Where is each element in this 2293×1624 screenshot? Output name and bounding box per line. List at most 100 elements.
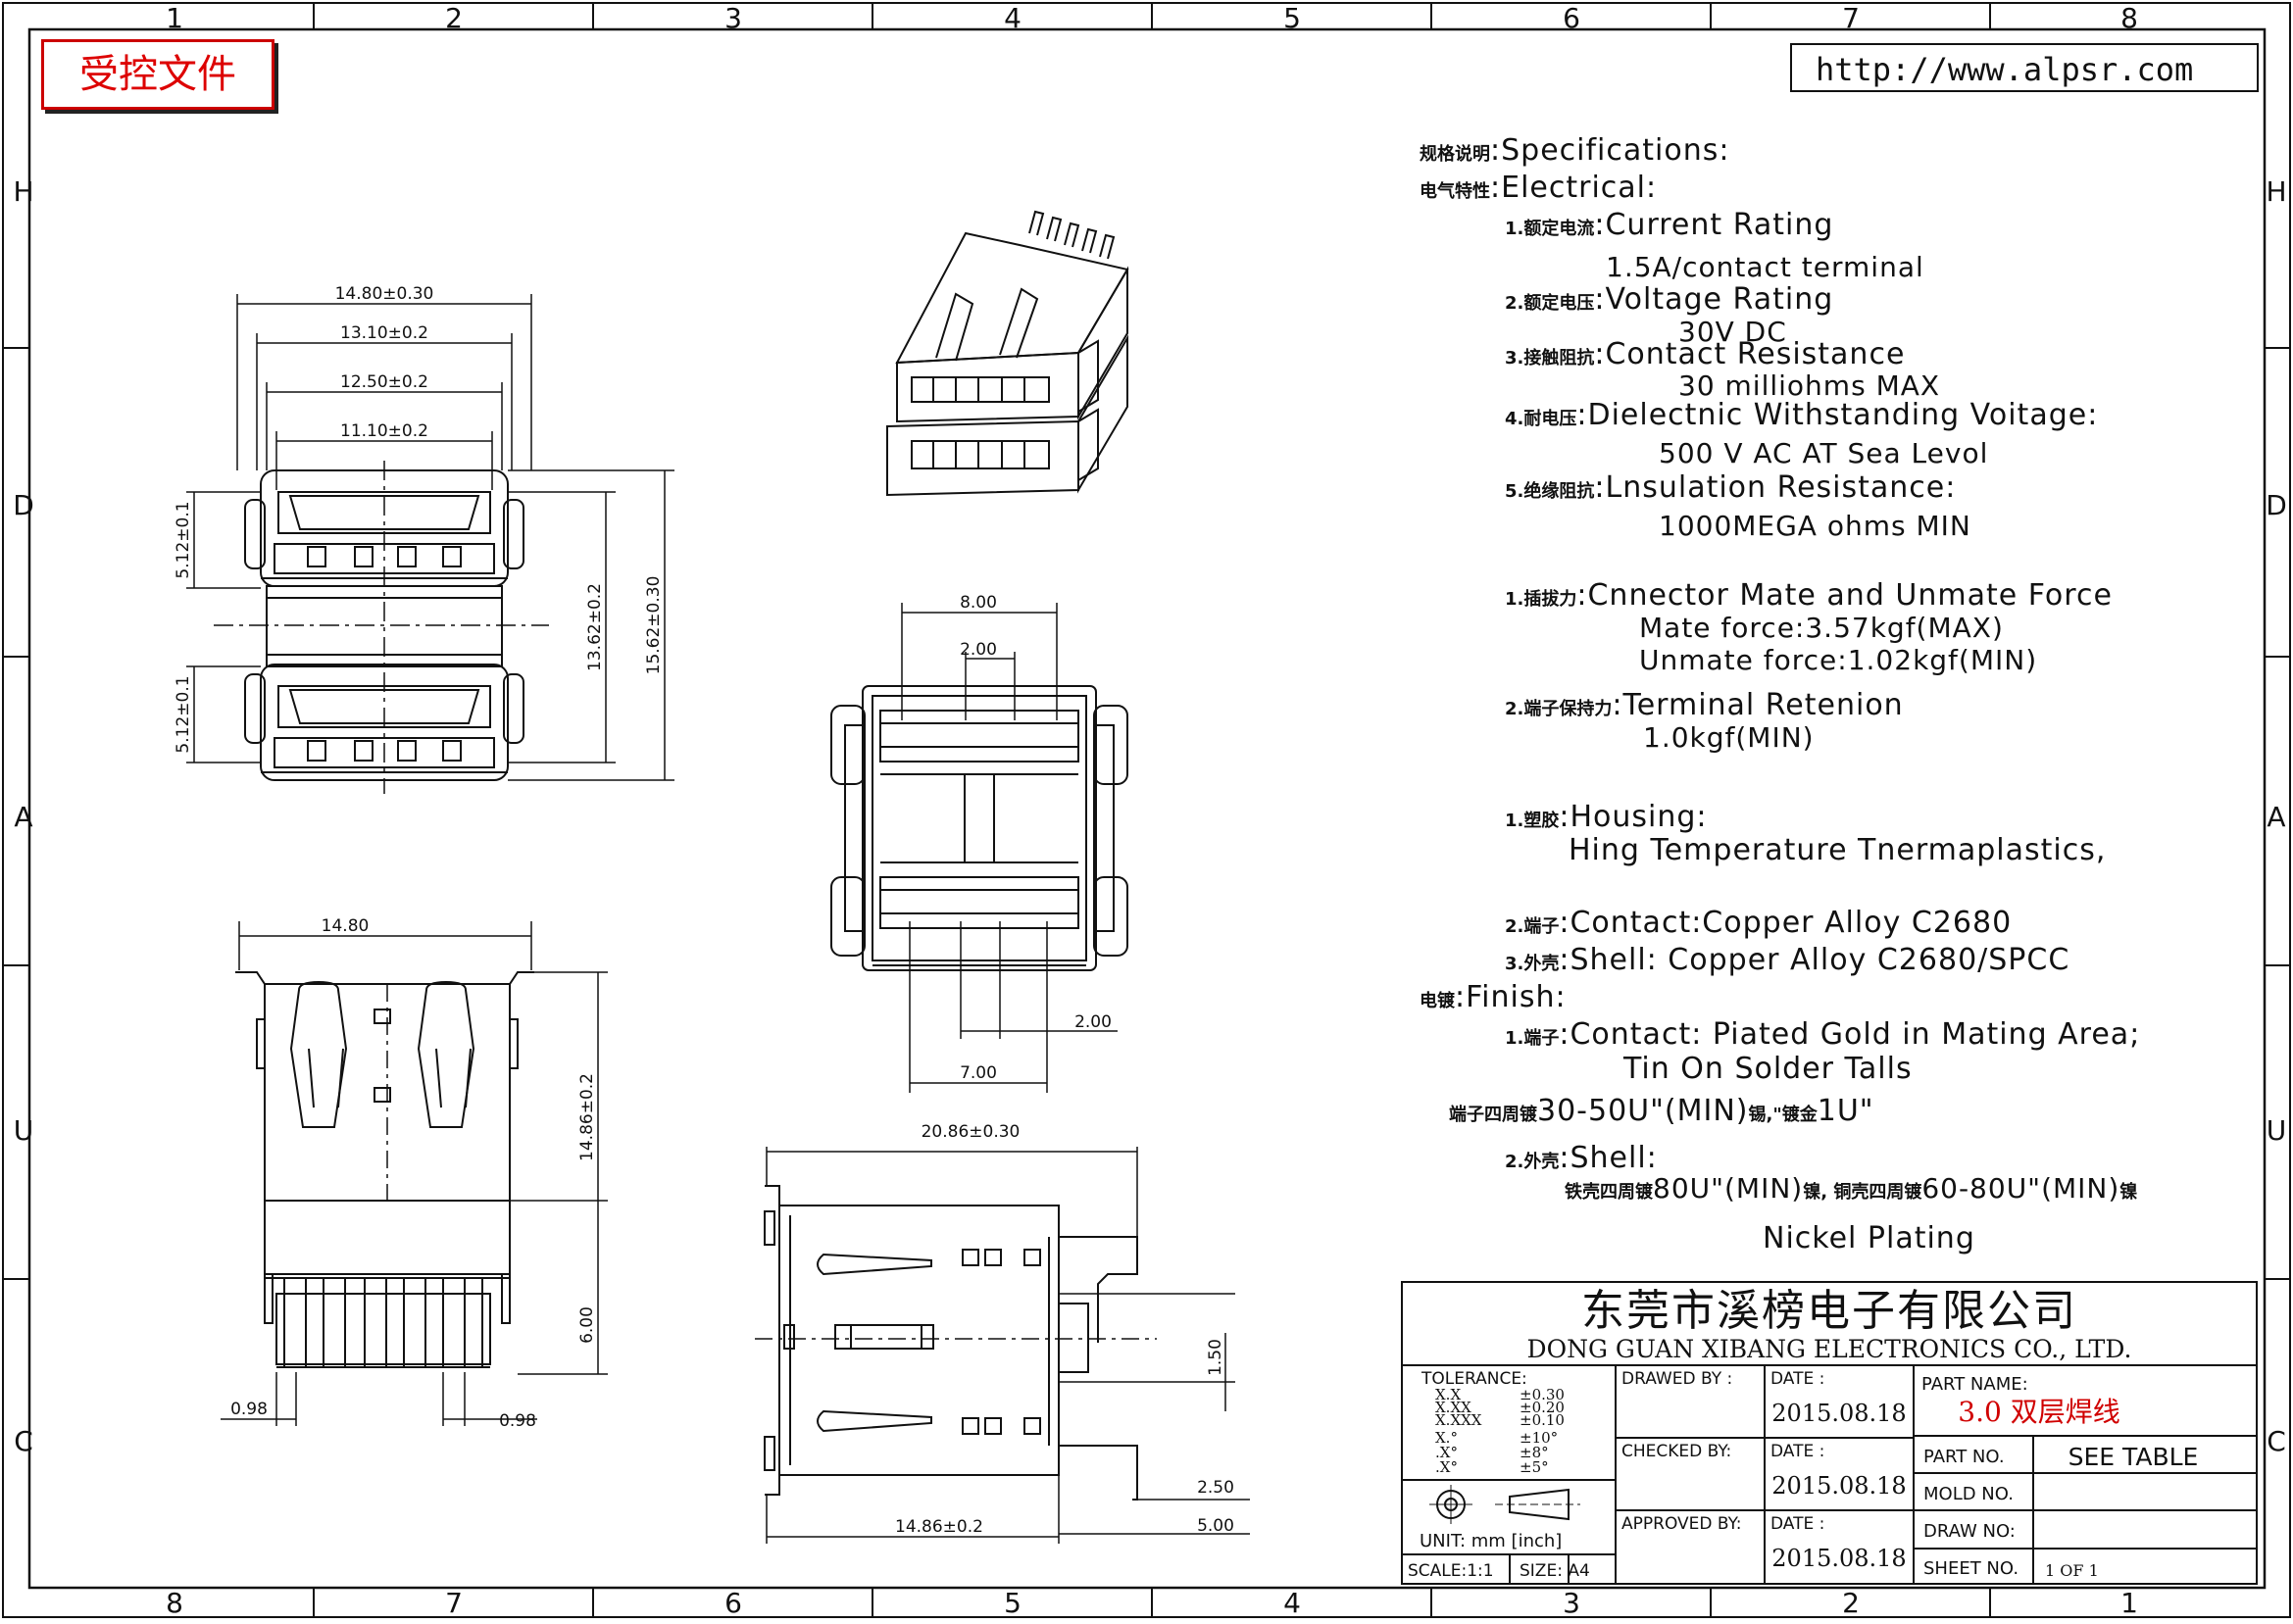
- mold-no-label: MOLD NO.: [1923, 1484, 2014, 1504]
- dim-label: 0.98: [230, 1400, 268, 1419]
- row-label: H: [13, 175, 33, 208]
- date-value: 2015.08.18: [1771, 1545, 1906, 1572]
- controlled-document-stamp: 受控文件: [41, 39, 274, 110]
- col-label: 6: [724, 1587, 742, 1619]
- part-no-value: SEE TABLE: [2069, 1443, 2199, 1471]
- dim-label: 6.00: [577, 1306, 597, 1344]
- spec-voltage-value: 30V DC: [1678, 316, 1787, 348]
- spec-shell-finish: 2.外壳:Shell:: [1505, 1141, 1658, 1175]
- dim-label: 8.00: [960, 593, 997, 613]
- date-label: DATE :: [1770, 1369, 1824, 1389]
- spec-contact-resistance: 3.接触阻抗:Contact Resistance: [1505, 337, 1906, 371]
- dim-label: 2.00: [1074, 1012, 1112, 1032]
- spec-unmate-force-value: Unmate force:1.02kgf(MIN): [1639, 644, 2038, 676]
- spec-current-rating: 1.额定电流:Current Rating: [1505, 208, 1834, 242]
- spec-dielectric: 4.耐电压:Dielectnic Withstanding Voitage:: [1505, 398, 2099, 432]
- spec-shell-finish-value: Nickel Plating: [1763, 1221, 1975, 1255]
- col-label: 6: [1563, 2, 1580, 34]
- spec-mate-force-value: Mate force:3.57kgf(MAX): [1639, 612, 2004, 644]
- col-label: 3: [724, 2, 742, 34]
- col-label: 5: [1004, 1587, 1022, 1619]
- row-label: C: [2267, 1425, 2286, 1457]
- dim-label: 0.98: [499, 1411, 536, 1431]
- front-view: [214, 461, 549, 794]
- row-label: U: [14, 1114, 34, 1147]
- tol-key: .X°: [1435, 1458, 1458, 1476]
- profile-view: [755, 1185, 1157, 1501]
- spec-contact-material: 2.端子:Contact:Copper Alloy C2680: [1505, 906, 2013, 940]
- spec-terminal-retention: 2.端子保持力:Terminal Retenion: [1505, 688, 1904, 722]
- spec-contact-plating: 端子四周镀30-50U"(MIN)锡,"镀金1U": [1449, 1094, 1874, 1128]
- col-label: 5: [1283, 2, 1301, 34]
- dim-label: 14.80: [322, 916, 370, 936]
- col-label: 4: [1283, 1587, 1301, 1619]
- col-label: 3: [1563, 1587, 1580, 1619]
- col-label: 2: [1842, 1587, 1860, 1619]
- col-label: 7: [1842, 2, 1860, 34]
- draw-no-label: DRAW NO:: [1923, 1521, 2016, 1542]
- row-label: U: [2267, 1114, 2287, 1147]
- spec-finish: 电镀:Finish:: [1420, 980, 1567, 1014]
- tol-val: ±0.20: [1520, 1399, 1565, 1416]
- tol-val: ±0.30: [1520, 1386, 1565, 1403]
- top-view-dim-labels: 8.00 2.00 2.00 7.00: [960, 593, 1112, 1083]
- col-label: 8: [2120, 2, 2138, 34]
- dim-label: 12.50±0.2: [340, 372, 428, 392]
- side-view-dim-labels: 14.80 14.86±0.2 6.00 0.98 0.98: [230, 916, 597, 1431]
- spec-contact-finish: 1.端子:Contact: Piated Gold in Mating Area…: [1505, 1017, 2141, 1052]
- part-name-label: PART NAME:: [1921, 1374, 2028, 1395]
- part-no-label: PART NO.: [1923, 1447, 2005, 1467]
- date-label: DATE :: [1770, 1514, 1824, 1534]
- company-url[interactable]: http://www.alpsr.com: [1790, 43, 2259, 92]
- tolerance-label: TOLERANCE:: [1421, 1369, 1527, 1389]
- spec-current-value: 1.5A/contact terminal: [1606, 251, 1924, 283]
- dim-label: 13.10±0.2: [340, 323, 428, 343]
- row-label: A: [14, 801, 32, 833]
- unit-label: UNIT: mm [inch]: [1420, 1531, 1562, 1551]
- row-label: D: [2266, 489, 2287, 521]
- dim-label: 14.80±0.30: [335, 284, 434, 304]
- spec-housing-value: Hing Temperature Tnermaplastics,: [1569, 833, 2107, 867]
- dim-label: 14.86±0.2: [577, 1073, 597, 1161]
- spec-terminal-retention-value: 1.0kgf(MIN): [1643, 721, 1815, 754]
- title-block-grid: [1401, 1281, 2258, 1585]
- spec-contact-resistance-value: 30 milliohms MAX: [1678, 369, 1941, 402]
- size-label: SIZE: A4: [1520, 1561, 1590, 1581]
- tol-key: X.°: [1435, 1429, 1458, 1447]
- spec-contact-finish-value: Tin On Solder Talls: [1623, 1052, 1913, 1086]
- dim-label: 13.62±0.2: [585, 583, 605, 671]
- col-label: 1: [2120, 1587, 2138, 1619]
- col-label: 4: [1004, 2, 1022, 34]
- profile-view-dim-labels: 20.86±0.30 1.50 2.50 5.00 14.86±0.2: [895, 1122, 1234, 1537]
- dim-label: 7.00: [960, 1063, 997, 1083]
- zone-labels: 1 2 3 4 5 6 7 8 8 7 6 5 4 3 2 1 H D A U …: [13, 2, 2287, 1619]
- spec-electrical: 电气特性:Electrical:: [1420, 171, 1658, 205]
- dim-label: 2.50: [1197, 1478, 1234, 1498]
- col-label: 8: [166, 1587, 183, 1619]
- col-label: 1: [166, 2, 183, 34]
- drawed-by-label: DRAWED BY :: [1621, 1369, 1732, 1389]
- row-label: C: [14, 1425, 33, 1457]
- approved-by-label: APPROVED BY:: [1621, 1514, 1741, 1534]
- part-name-value: 3.0 双层焊线: [1958, 1396, 2119, 1428]
- tol-key: X.XXX: [1435, 1411, 1482, 1429]
- title-block-text: 东莞市溪榜电子有限公司 DONG GUAN XIBANG ELECTRONICS…: [1408, 1286, 2198, 1581]
- dim-label: 2.00: [960, 640, 997, 660]
- row-label: A: [2267, 801, 2285, 833]
- dim-label: 5.00: [1197, 1516, 1234, 1536]
- date-label: DATE :: [1770, 1442, 1824, 1461]
- dim-label: 1.50: [1206, 1339, 1225, 1376]
- col-label: 2: [445, 2, 463, 34]
- tol-val: ±10°: [1520, 1429, 1558, 1447]
- spec-insulation-value: 1000MEGA ohms MIN: [1659, 510, 1971, 542]
- date-value: 2015.08.18: [1771, 1472, 1906, 1500]
- spec-heading: 规格说明:Specifications:: [1420, 133, 1730, 168]
- scale-label: SCALE:1:1: [1408, 1561, 1494, 1581]
- spec-shell-material: 3.外壳:Shell: Copper Alloy C2680/SPCC: [1505, 943, 2070, 977]
- front-view-dims: [186, 294, 674, 781]
- checked-by-label: CHECKED BY:: [1621, 1442, 1731, 1461]
- inner-frame: [27, 27, 2267, 1590]
- isometric-view: [886, 210, 1129, 497]
